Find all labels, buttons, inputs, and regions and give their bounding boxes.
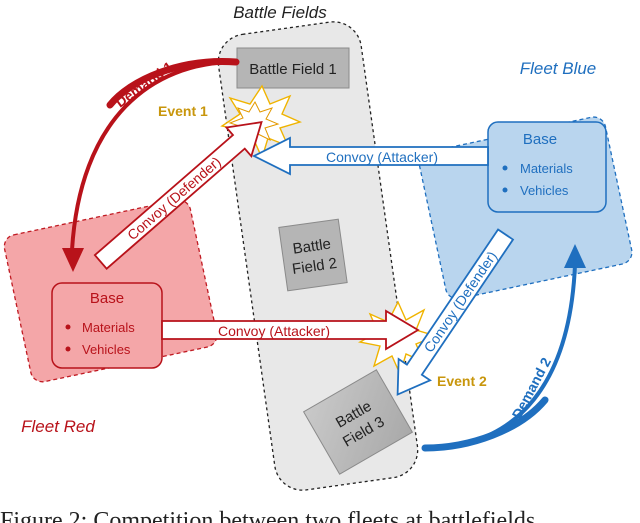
blue-base-box: Base Materials Vehicles bbox=[487, 121, 607, 213]
blue-base-item-materials: Materials bbox=[520, 161, 573, 176]
battlefields-title: Battle Fields bbox=[233, 3, 327, 22]
blue-convoy-attacker-arrow: Convoy (Attacker) bbox=[251, 136, 489, 176]
red-convoy-attacker-arrow: Convoy (Attacker) bbox=[161, 309, 420, 351]
red-base-title: Base bbox=[90, 290, 124, 307]
red-base-item-vehicles: Vehicles bbox=[82, 342, 131, 357]
battle-field-1: Battle Field 1 bbox=[236, 47, 350, 89]
event-1-label: Event 1 bbox=[158, 103, 208, 119]
blue-base-item-vehicles: Vehicles bbox=[520, 183, 569, 198]
bullet-icon bbox=[65, 324, 71, 330]
bullet-icon bbox=[502, 187, 508, 193]
blue-convoy-attacker-label: Convoy (Attacker) bbox=[326, 149, 438, 165]
figure-caption: Figure 2: Competition between two fleets… bbox=[0, 508, 535, 523]
battle-field-2: Battle Field 2 bbox=[278, 218, 348, 292]
red-base-box: Base Materials Vehicles bbox=[51, 282, 163, 369]
fleet-blue-label: Fleet Blue bbox=[520, 59, 597, 78]
battle-field-3: Battle Field 3 bbox=[302, 369, 414, 475]
blue-base-title: Base bbox=[523, 131, 557, 148]
battle-field-1-label: Battle Field 1 bbox=[249, 61, 337, 78]
arrowhead-icon bbox=[62, 248, 84, 272]
event-2-label: Event 2 bbox=[437, 373, 487, 389]
battle-field-2-line1: Battle bbox=[292, 235, 332, 257]
bullet-icon bbox=[65, 346, 71, 352]
red-convoy-attacker-label: Convoy (Attacker) bbox=[218, 323, 330, 339]
bullet-icon bbox=[502, 165, 508, 171]
battle-field-2-line2: Field 2 bbox=[291, 255, 338, 278]
arrowhead-icon bbox=[564, 244, 586, 268]
red-base-item-materials: Materials bbox=[82, 320, 135, 335]
fleet-red-label: Fleet Red bbox=[21, 417, 95, 436]
